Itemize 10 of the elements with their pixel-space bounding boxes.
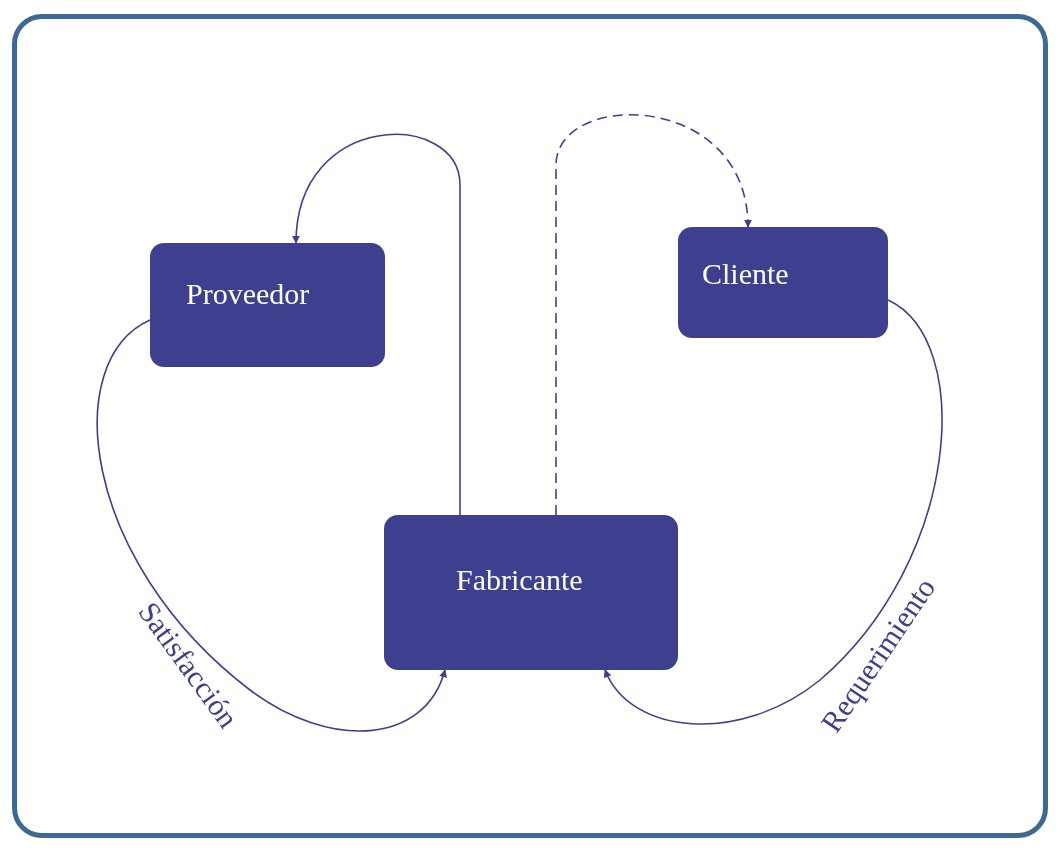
arrow: [96, 319, 447, 732]
process-box: [150, 243, 385, 367]
node-label: Cliente: [702, 257, 789, 291]
arrow: [555, 114, 752, 516]
process-box: [384, 515, 678, 670]
arrow: [292, 133, 461, 516]
node-label: Fabricante: [456, 563, 583, 597]
node-label: Proveedor: [186, 277, 310, 311]
arrow: [604, 299, 943, 725]
process-box: [678, 227, 888, 338]
